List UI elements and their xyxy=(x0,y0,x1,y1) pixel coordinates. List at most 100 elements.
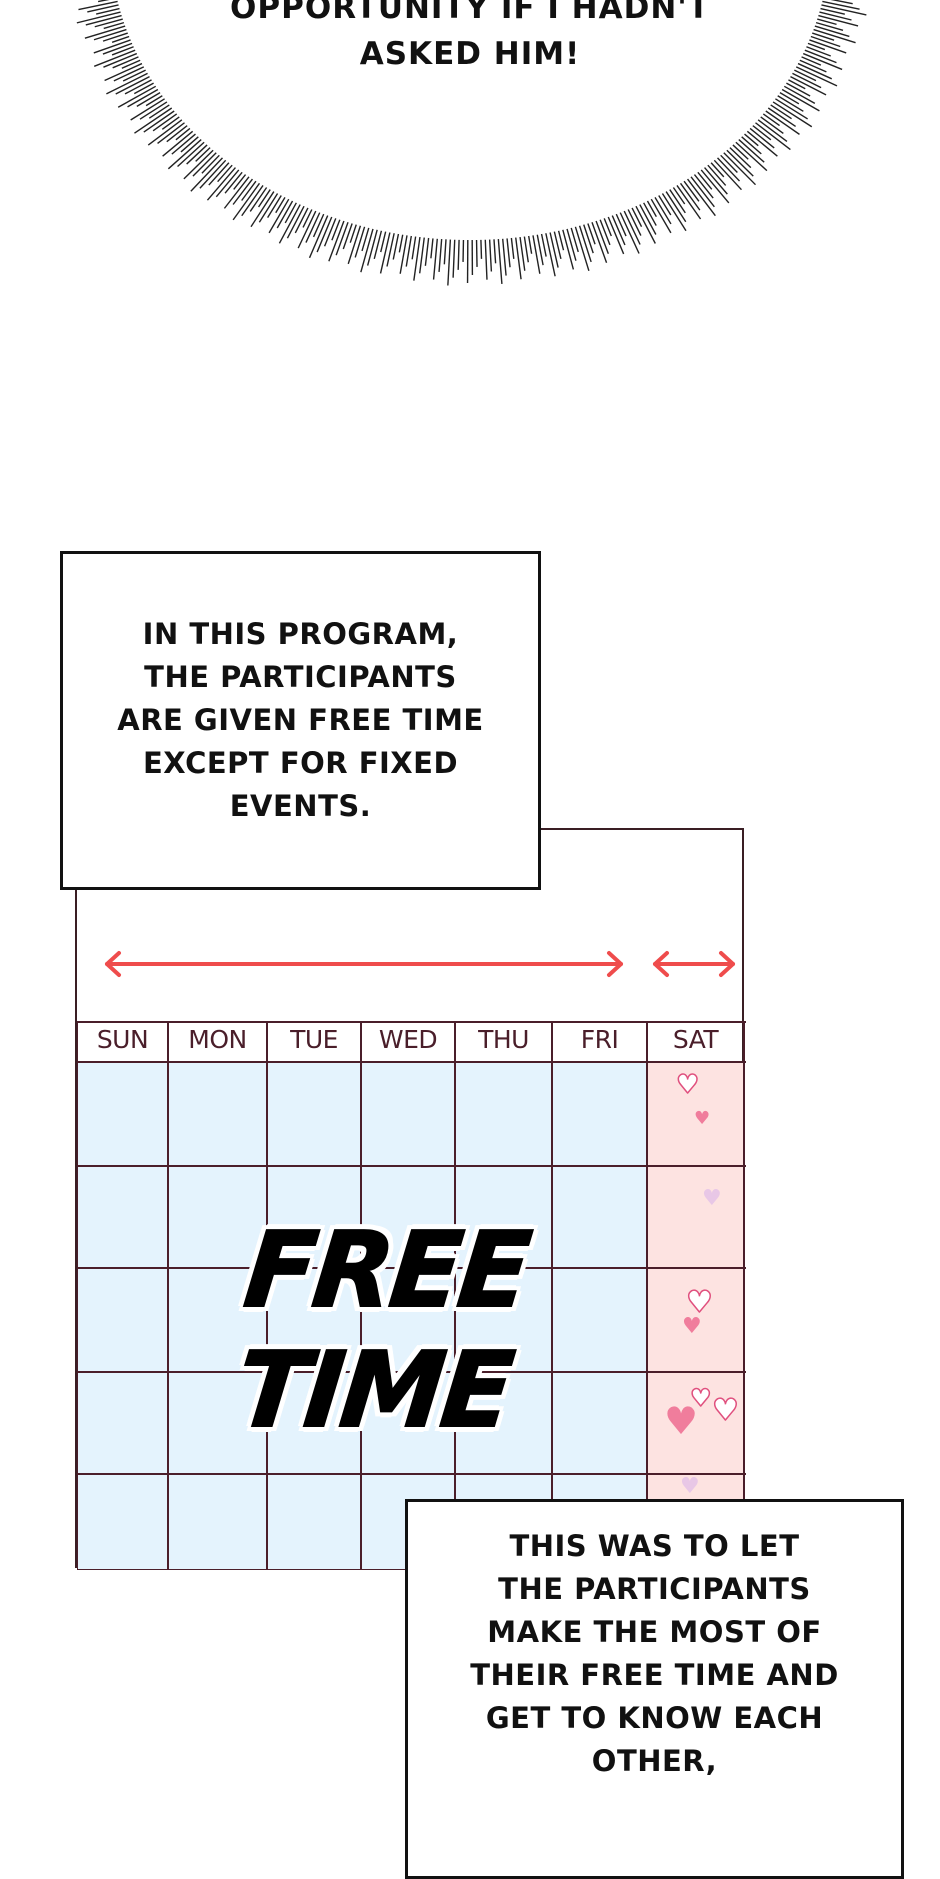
burst-line xyxy=(453,240,455,278)
burst-line xyxy=(87,5,118,12)
burst-line xyxy=(563,230,574,270)
burst-line xyxy=(140,102,167,119)
burst-line xyxy=(736,142,767,170)
burst-line xyxy=(766,111,800,134)
day-label-mon: MON xyxy=(168,1020,267,1060)
burst-line xyxy=(303,209,312,227)
burst-line xyxy=(425,238,428,266)
burst-line xyxy=(233,183,259,220)
burst-line xyxy=(550,232,558,267)
burst-line xyxy=(788,80,805,89)
burst-line xyxy=(105,64,142,81)
narration-text-bottom: This was to let the participants make th… xyxy=(470,1525,839,1783)
burst-line xyxy=(146,96,162,106)
burst-line xyxy=(314,214,324,237)
burst-line xyxy=(163,131,193,156)
burst-line xyxy=(688,179,716,216)
burst-line xyxy=(259,194,277,223)
burst-line xyxy=(332,220,340,241)
burst-line xyxy=(636,206,655,243)
burst-line xyxy=(822,1,859,9)
burst-line xyxy=(812,33,834,40)
burst-line xyxy=(439,239,442,272)
burst-line xyxy=(632,208,641,227)
burst-line xyxy=(485,240,487,280)
burst-line xyxy=(507,238,510,267)
calendar xyxy=(75,828,744,1568)
burst-line xyxy=(412,237,415,260)
burst-line xyxy=(503,239,506,276)
burst-line xyxy=(176,128,190,139)
burst-line xyxy=(94,50,135,66)
heart-icon: ♥ xyxy=(694,1110,710,1128)
burst-line xyxy=(285,203,296,223)
burst-line xyxy=(673,188,684,205)
day-label-tue: TUE xyxy=(267,1020,361,1060)
burst-line xyxy=(420,238,425,274)
burst-line xyxy=(584,225,593,253)
burst-line xyxy=(310,216,328,258)
speech-bubble-line-1: Opportunity if I hadn't xyxy=(170,0,770,30)
burst-line xyxy=(730,148,751,168)
burst-line xyxy=(616,214,626,236)
burst-line xyxy=(233,179,252,204)
burst-line xyxy=(651,199,671,233)
burst-line xyxy=(122,60,140,68)
day-label-sun: SUN xyxy=(77,1020,168,1060)
burst-line xyxy=(148,120,182,145)
heart-outline-icon: ♥ xyxy=(712,1396,739,1426)
free-time-label: FREE TIME xyxy=(127,1210,632,1450)
burst-line xyxy=(112,47,133,55)
burst-line xyxy=(172,134,196,154)
burst-line xyxy=(524,237,528,263)
burst-line xyxy=(234,175,246,190)
weekend-arrow xyxy=(655,953,733,975)
burst-line xyxy=(694,175,713,198)
burst-line xyxy=(209,163,229,185)
burst-line xyxy=(529,236,532,254)
calendar-grid xyxy=(77,830,746,1570)
burst-line xyxy=(95,19,123,27)
burst-line xyxy=(276,197,285,212)
burst-line xyxy=(666,192,686,222)
day-label-thu: THU xyxy=(455,1020,552,1060)
burst-line xyxy=(782,89,819,110)
burst-line xyxy=(819,12,851,20)
burst-line xyxy=(498,239,502,284)
burst-line xyxy=(481,240,482,259)
burst-line xyxy=(559,231,564,250)
heart-icon: ♥ xyxy=(702,1188,722,1210)
burst-line xyxy=(520,237,525,271)
burst-line xyxy=(511,238,513,259)
burst-line xyxy=(431,238,433,258)
burst-line xyxy=(134,108,171,133)
burst-line xyxy=(784,86,815,103)
burst-line xyxy=(269,199,289,233)
burst-line xyxy=(546,233,555,276)
heart-icon: ♥ xyxy=(682,1316,702,1338)
burst-line xyxy=(798,64,832,79)
burst-line xyxy=(406,236,411,267)
speech-bubble-line-2: asked him! xyxy=(170,32,770,76)
burst-line xyxy=(193,153,216,176)
burst-line xyxy=(184,150,213,179)
burst-line xyxy=(714,160,741,189)
burst-line xyxy=(750,128,774,147)
day-label-wed: WED xyxy=(361,1020,455,1060)
burst-line xyxy=(711,163,724,177)
narration-text-top: In this program, the participants are gi… xyxy=(117,613,484,828)
burst-line xyxy=(681,183,700,210)
burst-line xyxy=(448,240,451,286)
burst-line xyxy=(325,218,336,246)
heart-outline-icon: ♥ xyxy=(676,1072,699,1098)
burst-line xyxy=(158,123,185,144)
burst-line xyxy=(806,47,830,56)
burst-line xyxy=(755,123,790,150)
burst-line xyxy=(368,230,378,266)
burst-line xyxy=(768,108,795,126)
burst-line xyxy=(444,239,446,264)
burst-line xyxy=(128,89,158,106)
burst-line xyxy=(78,1,117,9)
burst-line xyxy=(298,211,316,248)
burst-line xyxy=(816,23,843,31)
